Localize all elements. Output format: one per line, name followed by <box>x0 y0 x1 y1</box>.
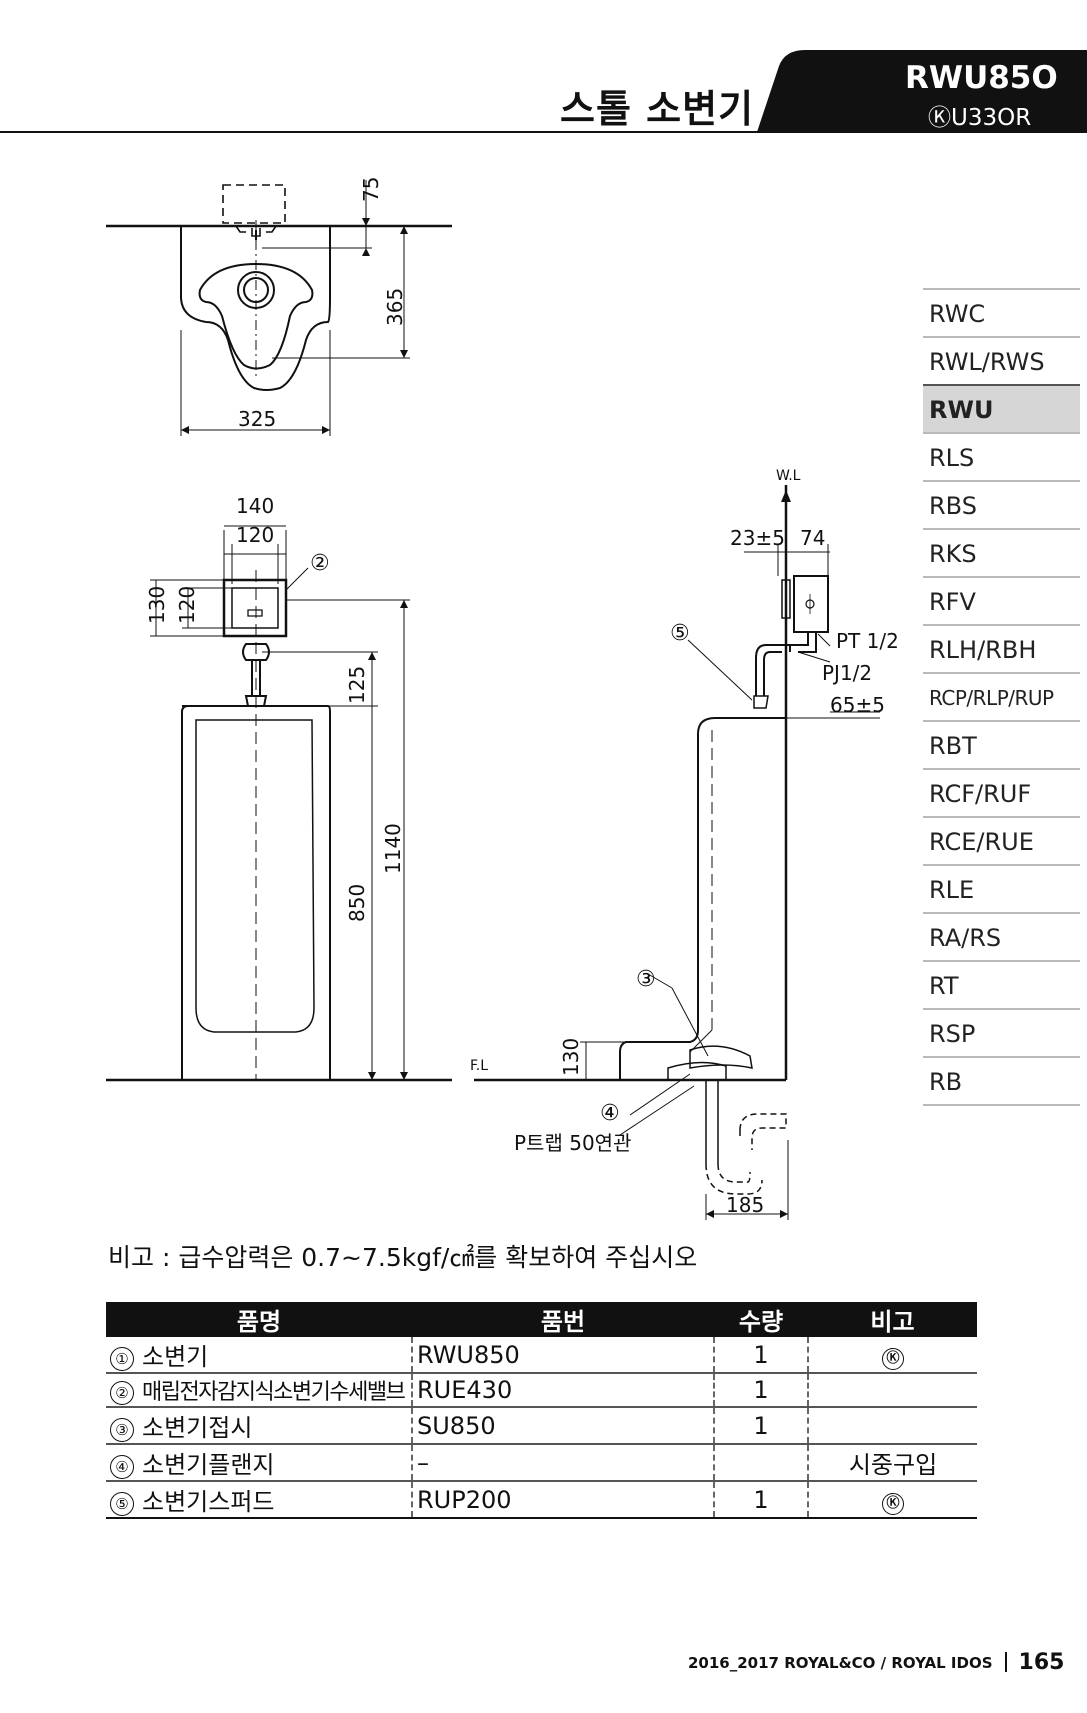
dim-65-5: 65±5 <box>830 693 885 717</box>
dim-23-5: 23±5 <box>730 526 785 550</box>
label-pj: PJ1/2 <box>822 661 872 685</box>
row-number: ⑤ <box>110 1492 134 1516</box>
nav-item-rt[interactable]: RT <box>923 960 1080 1008</box>
part-name-cell: ⑤ 소변기스퍼드 <box>106 1481 412 1519</box>
dim-130: 130 <box>145 586 169 624</box>
row-number: ④ <box>110 1455 134 1479</box>
k-mark-icon: Ⓚ <box>882 1492 904 1515</box>
part-name: 소변기스퍼드 <box>142 1488 275 1516</box>
dim-120-width: 120 <box>236 523 274 547</box>
parts-table: 품명 품번 수량 비고 ① 소변기 RWU850 1 Ⓚ ② 매립전자감지식소변기수… <box>106 1302 977 1519</box>
part-code: RUP200 <box>411 1481 714 1519</box>
pressure-note: 비고 : 급수압력은 0.7~7.5kgf/㎠를 확보하여 주십시오 <box>108 1243 698 1272</box>
dim-185: 185 <box>726 1193 764 1217</box>
dim-850: 850 <box>345 884 369 922</box>
nav-item-rbs[interactable]: RBS <box>923 480 1080 528</box>
nav-end-rule <box>923 1104 1080 1106</box>
nav-item-rwl-rws[interactable]: RWL/RWS <box>923 336 1080 384</box>
part-code: – <box>411 1444 714 1482</box>
part-remark: Ⓚ <box>807 1481 977 1519</box>
part-name: 소변기접시 <box>142 1414 253 1442</box>
col-header-code: 품번 <box>412 1302 714 1337</box>
part-code: SU850 <box>411 1407 714 1445</box>
callout-4: ④ <box>600 1101 620 1126</box>
callout-2: ② <box>310 551 330 576</box>
dim-130-floor: 130 <box>559 1038 583 1076</box>
footer-separator <box>1004 1652 1007 1672</box>
footer-brand: 2016_2017 ROYAL&CO / ROYAL IDOS <box>688 1654 993 1672</box>
callout-3: ③ <box>636 967 656 992</box>
label-fl: F.L <box>470 1058 488 1074</box>
page-number: 165 <box>1018 1650 1065 1675</box>
part-remark <box>807 1373 977 1408</box>
footer: 2016_2017 ROYAL&CO / ROYAL IDOS 165 <box>688 1650 1064 1675</box>
technical-drawing: 75 365 325 140 120 130 120 125 850 1140 … <box>106 177 899 1220</box>
table-row: ④ 소변기플랜지 – 시중구입 <box>106 1444 977 1482</box>
nav-item-rbt[interactable]: RBT <box>923 720 1080 768</box>
part-remark <box>807 1407 977 1445</box>
dim-325: 325 <box>238 407 276 431</box>
dim-75: 75 <box>359 177 383 202</box>
part-name: 소변기플랜지 <box>142 1451 275 1479</box>
dim-365: 365 <box>383 288 407 326</box>
model-code: RWU85O <box>905 60 1058 96</box>
nav-item-rce-rue[interactable]: RCE/RUE <box>923 816 1080 864</box>
table-row: ⑤ 소변기스퍼드 RUP200 1 Ⓚ <box>106 1481 977 1519</box>
part-remark: Ⓚ <box>807 1337 977 1374</box>
nav-item-rb[interactable]: RB <box>923 1056 1080 1104</box>
nav-item-rfv[interactable]: RFV <box>923 576 1080 624</box>
part-name: 소변기 <box>142 1343 209 1371</box>
part-name-cell: ① 소변기 <box>106 1337 412 1374</box>
row-number: ③ <box>110 1418 134 1442</box>
part-qty: 1 <box>713 1373 808 1408</box>
table-row: ② 매립전자감지식소변기수세밸브 RUE430 1 <box>106 1373 977 1408</box>
label-wl: W.L <box>776 468 801 484</box>
col-header-name: 품명 <box>106 1302 412 1337</box>
part-qty: 1 <box>713 1481 808 1519</box>
label-pt: PT 1/2 <box>836 629 899 653</box>
part-qty <box>713 1444 808 1482</box>
part-qty: 1 <box>713 1407 808 1445</box>
row-number: ① <box>110 1347 134 1371</box>
nav-item-rcp-rlp-rup[interactable]: RCP/RLP/RUP <box>923 672 1080 720</box>
part-name-cell: ② 매립전자감지식소변기수세밸브 <box>106 1373 412 1408</box>
nav-item-rlh-rbh[interactable]: RLH/RBH <box>923 624 1080 672</box>
nav-item-rls[interactable]: RLS <box>923 432 1080 480</box>
dim-140: 140 <box>236 494 274 518</box>
table-header-row: 품명 품번 수량 비고 <box>106 1302 977 1337</box>
nav-item-rle[interactable]: RLE <box>923 864 1080 912</box>
dim-120-height: 120 <box>175 586 199 624</box>
part-remark: 시중구입 <box>807 1444 977 1482</box>
header-rule <box>0 131 1087 133</box>
table-row: ③ 소변기접시 SU850 1 <box>106 1407 977 1445</box>
callout-5: ⑤ <box>670 621 690 646</box>
col-header-qty: 수량 <box>714 1302 808 1337</box>
dim-1140: 1140 <box>381 823 405 874</box>
part-code: RWU850 <box>411 1337 714 1374</box>
nav-item-rcf-ruf[interactable]: RCF/RUF <box>923 768 1080 816</box>
nav-item-rwc[interactable]: RWC <box>923 288 1080 336</box>
side-nav: RWC RWL/RWS RWU RLS RBS RKS RFV RLH/RBH … <box>923 288 1080 1106</box>
page-title: 스톨 소변기 <box>560 87 755 131</box>
table-row: ① 소변기 RWU850 1 Ⓚ <box>106 1337 977 1374</box>
nav-item-rks[interactable]: RKS <box>923 528 1080 576</box>
part-name-cell: ③ 소변기접시 <box>106 1407 412 1445</box>
nav-item-ra-rs[interactable]: RA/RS <box>923 912 1080 960</box>
part-name: 매립전자감지식소변기수세밸브 <box>142 1380 406 1405</box>
col-header-remark: 비고 <box>808 1302 977 1337</box>
label-ptrap: P트랩 50연관 <box>514 1131 631 1155</box>
row-number: ② <box>110 1381 134 1405</box>
dim-125: 125 <box>345 666 369 704</box>
nav-item-rsp[interactable]: RSP <box>923 1008 1080 1056</box>
part-name-cell: ④ 소변기플랜지 <box>106 1444 412 1482</box>
model-subcode: ⓀU33OR <box>928 105 1032 131</box>
dim-74: 74 <box>800 526 825 550</box>
header-tab <box>757 50 1087 132</box>
part-qty: 1 <box>713 1337 808 1374</box>
k-mark-icon: Ⓚ <box>882 1347 904 1370</box>
part-code: RUE430 <box>411 1373 714 1408</box>
nav-item-rwu[interactable]: RWU <box>923 384 1080 432</box>
